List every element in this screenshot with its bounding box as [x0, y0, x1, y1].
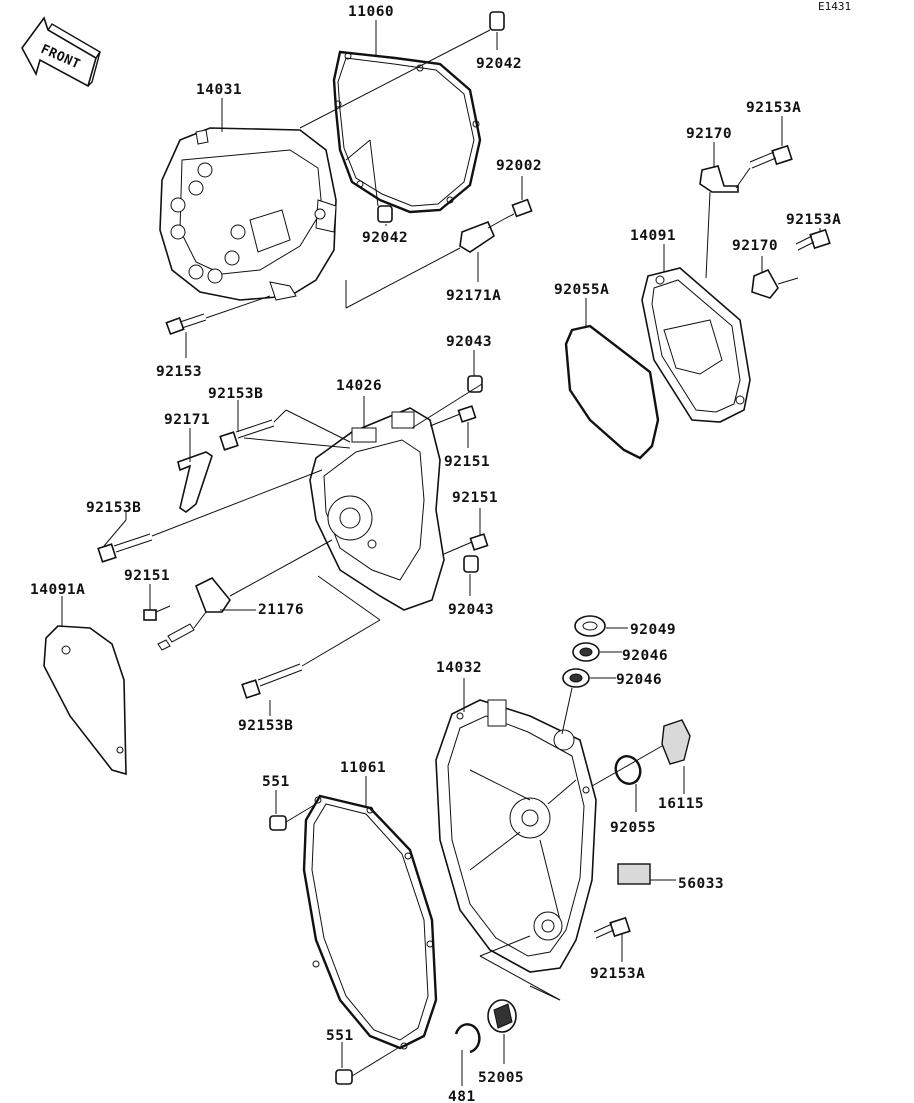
- label-92046-a: 92046: [622, 648, 668, 664]
- sensor-21176: [157, 576, 231, 651]
- label-14031: 14031: [196, 82, 242, 98]
- bracket-92171: [177, 451, 213, 513]
- gasket-11061: [302, 794, 438, 1050]
- dowel-551-lower: [335, 1069, 353, 1085]
- circlip-481: [454, 1023, 481, 1054]
- bolt-92153A-mid: [795, 228, 831, 251]
- label-92042-lower: 92042: [362, 230, 408, 246]
- label-21176: 21176: [258, 602, 304, 618]
- bolt-92151-a: [429, 405, 477, 427]
- bearing-92046-a: [572, 642, 600, 662]
- label-52005: 52005: [478, 1070, 524, 1086]
- generator-cover-14031: [159, 127, 337, 301]
- label-92153A-bot: 92153A: [590, 966, 645, 982]
- dowel-92043-upper: [467, 375, 483, 393]
- label-92153B-mid: 92153B: [86, 500, 141, 516]
- bolt-92153B-top: [219, 419, 275, 451]
- clamp-92170-mid: [751, 268, 779, 299]
- label-551-upper: 551: [262, 774, 290, 790]
- assembly-lines-upper: [205, 29, 507, 319]
- assembly-lines-middle: [151, 383, 483, 667]
- label-14032: 14032: [436, 660, 482, 676]
- label-92153B-top: 92153B: [208, 386, 263, 402]
- label-14091A: 14091A: [30, 582, 85, 598]
- bolt-92151-c: [143, 605, 171, 621]
- front-arrow-icon: FRONT: [21, 16, 101, 88]
- label-56033: 56033: [678, 876, 724, 892]
- clamp-92171A: [459, 220, 495, 253]
- cover-plate-14091A: [43, 625, 127, 776]
- dowel-551-upper: [269, 815, 287, 831]
- label-14026: 14026: [336, 378, 382, 394]
- clamp-92170-top: [699, 165, 739, 193]
- bolt-92153B-mid: [97, 533, 153, 563]
- o-ring-92055: [614, 755, 642, 785]
- label-551-lower: 551: [326, 1028, 354, 1044]
- label-92170-top: 92170: [686, 126, 732, 142]
- gasket-92055A: [564, 324, 660, 460]
- label-92170-mid: 92170: [732, 238, 778, 254]
- label-11061: 11061: [340, 760, 386, 776]
- gasket-11060: [332, 50, 482, 214]
- bolt-92153A-bot: [593, 916, 631, 939]
- label-16115: 16115: [658, 796, 704, 812]
- bolt-92002: [505, 198, 533, 219]
- label-92042-top: 92042: [476, 56, 522, 72]
- label-92046-b: 92046: [616, 672, 662, 688]
- label-92151-b: 92151: [452, 490, 498, 506]
- oil-seal-52005: [487, 999, 517, 1033]
- label-92153: 92153: [156, 364, 202, 380]
- clutch-cover-14032: [435, 699, 597, 973]
- label-92151-a: 92151: [444, 454, 490, 470]
- label-92171A: 92171A: [446, 288, 501, 304]
- label-92002: 92002: [496, 158, 542, 174]
- bolt-92153B-bot: [241, 663, 303, 699]
- cover-14026: [309, 407, 445, 611]
- window-16115: [661, 719, 691, 765]
- dowel-92043-lower: [463, 555, 479, 573]
- label-92055: 92055: [610, 820, 656, 836]
- leader-92170-top: [705, 191, 711, 279]
- label-92043-lower: 92043: [448, 602, 494, 618]
- label-11060: 11060: [348, 4, 394, 20]
- bolt-92151-b: [443, 533, 489, 555]
- label-56033: [617, 863, 651, 885]
- dowel-92042-top: [489, 11, 505, 31]
- label-481: 481: [448, 1089, 476, 1103]
- label-92153B-bot: 92153B: [238, 718, 293, 734]
- label-92171: 92171: [164, 412, 210, 428]
- label-92043-upper: 92043: [446, 334, 492, 350]
- label-14091: 14091: [630, 228, 676, 244]
- diagram-code: E1431: [818, 0, 851, 13]
- dowel-92042-lower: [377, 205, 393, 223]
- leader-lines: [61, 20, 821, 1086]
- label-92055A: 92055A: [554, 282, 609, 298]
- label-92153A-mid: 92153A: [786, 212, 841, 228]
- label-92153A-top: 92153A: [746, 100, 801, 116]
- cover-14091: [641, 267, 751, 423]
- bearing-92046-b: [562, 668, 590, 688]
- label-92049: 92049: [630, 622, 676, 638]
- bolt-92153A-top: [749, 144, 793, 169]
- bolt-92153: [165, 313, 207, 336]
- oil-seal-92049: [574, 615, 606, 637]
- label-92151-c: 92151: [124, 568, 170, 584]
